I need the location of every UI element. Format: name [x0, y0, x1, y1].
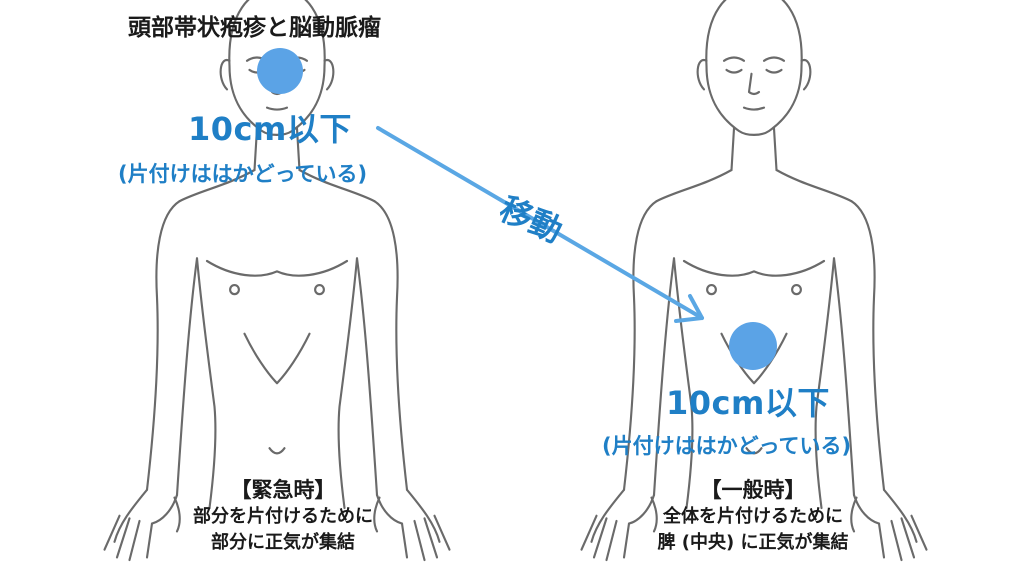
right-caption-line2: 脾 (中央) に正気が集結 — [657, 532, 849, 553]
right-caption-heading: 【一般時】 — [700, 478, 806, 502]
left-caption-heading: 【緊急時】 — [230, 478, 336, 502]
movement-arrow — [376, 126, 704, 323]
right-size-note: (片付けははかどっている) — [602, 434, 852, 458]
left-size-note: (片付けははかどっている) — [118, 162, 368, 186]
left-size-label: 10cm以下 — [188, 110, 352, 148]
left-caption-line2: 部分に正気が集結 — [211, 532, 355, 553]
right-caption-line1: 全体を片付けるために — [663, 506, 843, 527]
head-marker-circle — [257, 48, 303, 94]
right-caption: 【一般時】 全体を片付けるために 脾 (中央) に正気が集結 — [628, 474, 878, 556]
diagram-title: 頭部帯状疱疹と脳動脈瘤 — [128, 15, 381, 41]
right-size-label: 10cm以下 — [666, 384, 830, 422]
left-caption-line1: 部分を片付けるために — [193, 506, 373, 527]
spleen-marker-circle — [729, 322, 777, 370]
left-caption: 【緊急時】 部分を片付けるために 部分に正気が集結 — [158, 474, 408, 556]
